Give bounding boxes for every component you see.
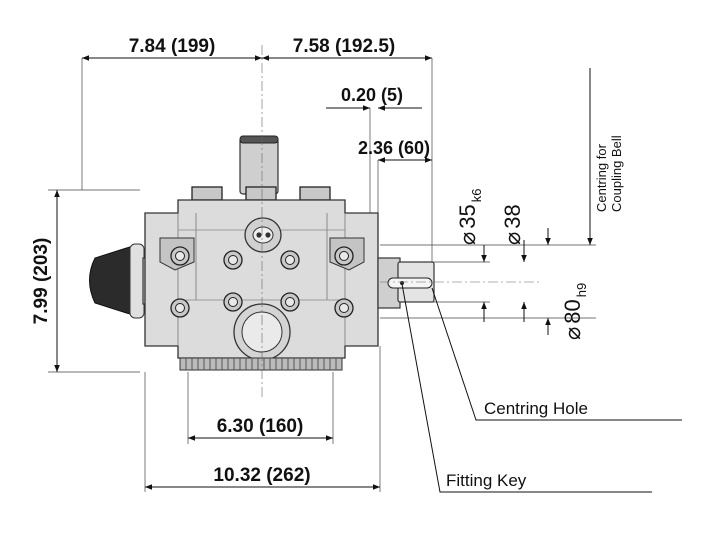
diameter-38: ⌀ 38 (500, 204, 525, 245)
svg-text:⌀80h9: ⌀ 80 h9 (560, 283, 589, 340)
diameter-80: ⌀ 80 h9 (560, 283, 589, 340)
diameter-80-value: 80 (560, 299, 585, 323)
diameter-80-symbol: ⌀ (560, 327, 585, 340)
dim-base-width: 6.30 (160) (217, 416, 304, 437)
housing-bolts (170, 246, 354, 318)
dim-top-right-width: 7.58 (192.5) (293, 36, 395, 57)
svg-text:⌀35k6: ⌀ 35k6 (455, 189, 484, 245)
dim-height: 7.99 (203) (31, 238, 52, 325)
centring-hole-label: Centring Hole (484, 399, 588, 418)
centring-label-line2: Coupling Bell (609, 135, 624, 212)
fitting-key-label: Fitting Key (446, 471, 527, 490)
diameter-35-tolerance: k6 (469, 189, 484, 203)
top-shaft (239, 137, 279, 195)
dim-shaft-length: 2.36 (60) (358, 138, 430, 158)
diameter-80-tolerance: h9 (574, 283, 589, 297)
diameter-35-value: 35 (455, 204, 480, 228)
diameter-35-symbol: ⌀ (455, 232, 480, 245)
pump-body (89, 135, 435, 371)
centring-bell-label: Centring for Coupling Bell (594, 135, 624, 212)
dim-overall-width: 10.32 (262) (213, 465, 310, 486)
diameter-38-symbol: ⌀ (500, 232, 525, 245)
dimension-lines (54, 55, 682, 493)
construction-lines (48, 45, 596, 492)
diameter-38-value: 38 (500, 204, 525, 228)
dim-top-left-width: 7.84 (199) (129, 36, 216, 57)
dim-offset: 0.20 (5) (341, 85, 403, 105)
centring-label-line1: Centring for (594, 143, 609, 212)
top-bolt-left (191, 186, 223, 201)
fitting-key (387, 277, 433, 289)
left-cap (89, 245, 134, 316)
top-bolt-right (299, 186, 331, 201)
bottom-fins (179, 357, 343, 371)
svg-text:⌀38: ⌀ 38 (500, 204, 525, 245)
top-bolt-center (245, 186, 277, 201)
diameter-35: ⌀ 35k6 (455, 189, 484, 245)
